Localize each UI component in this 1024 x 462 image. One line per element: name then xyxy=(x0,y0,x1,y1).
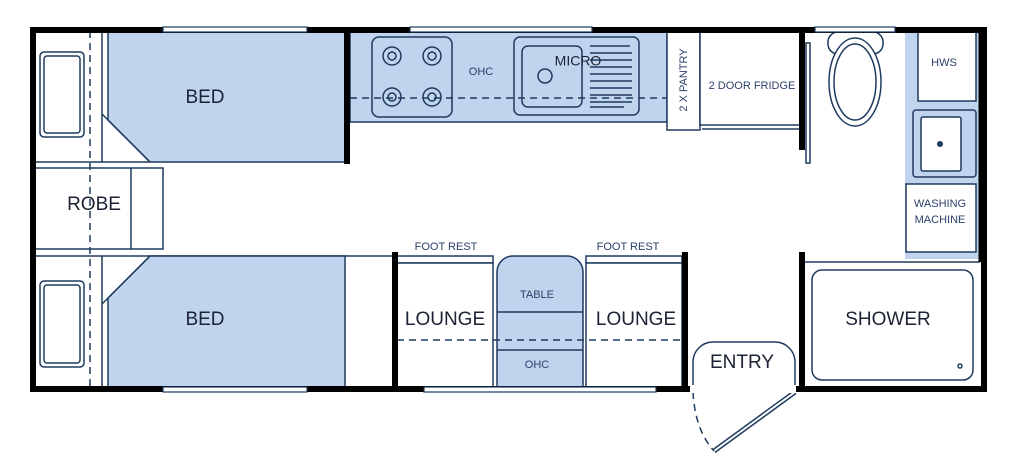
bathroom-door xyxy=(805,42,811,164)
entry-door[interactable] xyxy=(692,389,797,454)
hws xyxy=(917,30,977,102)
robe: ROBE xyxy=(34,167,164,250)
pillow-icon xyxy=(39,51,85,138)
entry-step xyxy=(692,341,796,392)
shower xyxy=(811,269,974,381)
fridge-label: 2 DOOR FRIDGE xyxy=(709,80,796,92)
foot-rest-right-label: FOOT REST xyxy=(597,241,660,253)
foot-rest-left-label: FOOT REST xyxy=(415,241,478,253)
table xyxy=(496,255,584,389)
lounge-left xyxy=(396,262,494,389)
foot-rest-left xyxy=(396,255,494,264)
pillow-icon xyxy=(39,280,85,368)
washing-label-2: MACHINE xyxy=(915,214,966,226)
ohc-kitchen-label: OHC xyxy=(469,66,494,78)
toilet-icon xyxy=(827,31,884,127)
washing-machine xyxy=(905,183,977,253)
pantry-label: 2 X PANTRY xyxy=(678,48,690,112)
bed-top: BED xyxy=(35,30,346,163)
lounge-right xyxy=(585,262,683,389)
table-label: TABLE xyxy=(520,289,554,301)
shower-label: SHOWER xyxy=(845,309,931,330)
foot-rest-right xyxy=(585,255,683,264)
cooktop xyxy=(371,36,453,118)
micro-label: MICRO xyxy=(555,53,602,69)
lounge-left-label: LOUNGE xyxy=(405,309,485,330)
entry-label: ENTRY xyxy=(710,352,774,373)
bed-bottom-label: BED xyxy=(185,309,224,330)
window xyxy=(162,26,896,393)
robe-label: ROBE xyxy=(67,194,121,215)
bed-top-label: BED xyxy=(185,87,224,108)
ohc-table-label: OHC xyxy=(525,359,550,371)
lounge-right-label: LOUNGE xyxy=(596,309,676,330)
bed-bottom: BED xyxy=(35,255,392,389)
fridge xyxy=(699,30,801,126)
washing-label-1: WASHING xyxy=(914,198,966,210)
hws-label: HWS xyxy=(931,57,957,69)
burner-icon xyxy=(382,46,442,107)
kitchen-bench: OHC MICRO xyxy=(349,30,668,123)
sink-icon xyxy=(513,36,640,116)
